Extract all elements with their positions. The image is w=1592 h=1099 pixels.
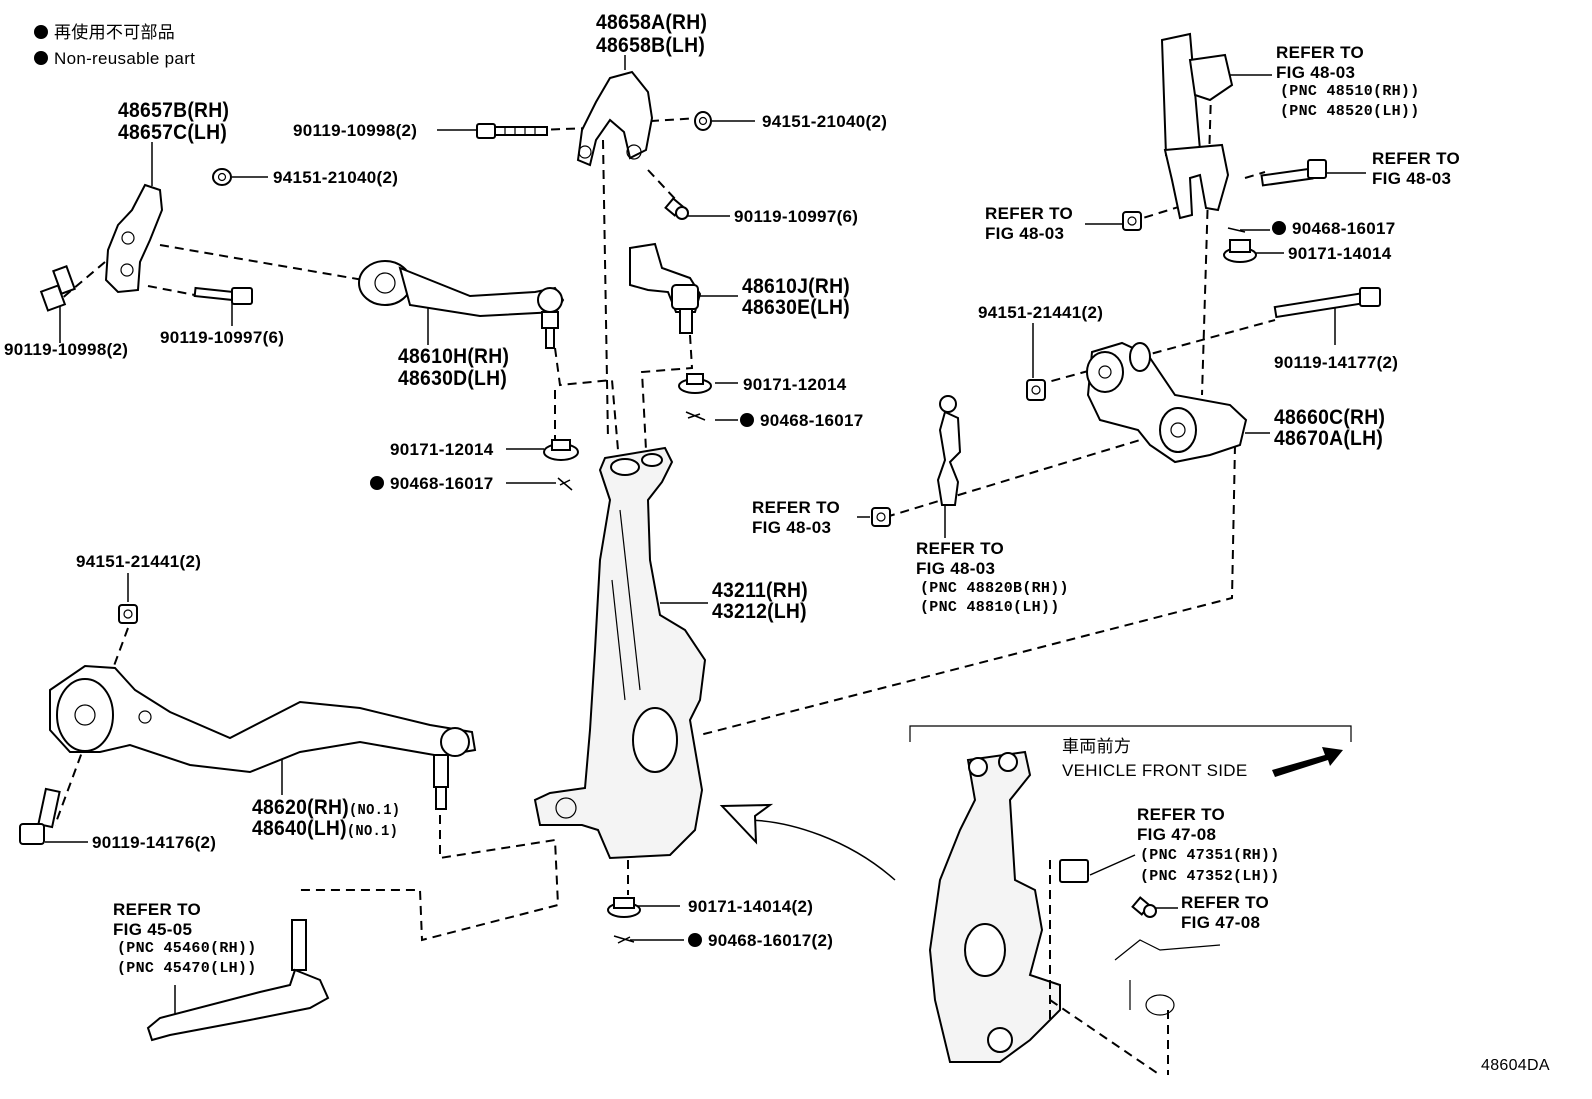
upper-arm-bracket-left	[104, 183, 164, 294]
part-label-48640: 48640(LH)(NO.1)	[252, 818, 398, 839]
steering-knuckle	[533, 446, 707, 860]
lower-arm-front	[49, 664, 477, 810]
refer-to-tie-rod-title: REFER TO	[113, 900, 202, 919]
refer-to-stab-link-fig[interactable]: FIG 48-03	[916, 559, 996, 578]
refer-to-shock-nut-fig[interactable]: FIG 48-03	[985, 224, 1065, 243]
part-number-text: 90468-16017	[760, 411, 864, 430]
part-label-90119-10998-top: 90119-10998(2)	[293, 121, 418, 140]
inset-knuckle	[928, 750, 1221, 1076]
legend-en-text: Non-reusable part	[54, 49, 196, 68]
refer-to-sensor-bolt-title: REFER TO	[1181, 893, 1270, 912]
part-label-90119-14176: 90119-14176(2)	[92, 833, 217, 852]
shock-absorber	[1160, 32, 1234, 220]
refer-to-tie-rod-pnc-lh: (PNC 45470(LH))	[117, 960, 257, 977]
part-number-text: 90468-16017	[1292, 219, 1396, 238]
part-label-90171-14014-bottom: 90171-14014(2)	[688, 897, 814, 916]
part-label-90171-14014-right: 90171-14014	[1288, 244, 1392, 263]
upper-arm-bracket-top	[576, 70, 654, 167]
part-label-43211: 43211(RH)	[712, 579, 808, 602]
part-label-48660c: 48660C(RH)	[1274, 406, 1386, 429]
upper-arm-rear	[629, 242, 702, 334]
refer-to-stab-nut-fig[interactable]: FIG 48-03	[752, 518, 832, 537]
part-number-text: 48620(RH)	[252, 796, 349, 819]
non-reusable-dot-icon	[1272, 221, 1286, 235]
non-reusable-dot-icon	[740, 413, 754, 427]
tie-rod-end	[146, 919, 330, 1042]
refer-to-stab-nut-title: REFER TO	[752, 498, 841, 517]
part-label-48630d: 48630D(LH)	[398, 367, 508, 390]
part-label-43212: 43212(LH)	[712, 600, 807, 623]
leader-lines	[45, 55, 1366, 1020]
part-label-90119-10997-top: 90119-10997(6)	[734, 207, 859, 226]
part-label-48610h: 48610H(RH)	[398, 345, 510, 368]
refer-to-stab-link-title: REFER TO	[916, 539, 1005, 558]
part-label-48630e: 48630E(LH)	[742, 296, 850, 319]
legend-en: Non-reusable part	[34, 50, 195, 67]
refer-to-sensor-fig[interactable]: FIG 47-08	[1137, 825, 1217, 844]
part-label-48657b: 48657B(RH)	[118, 99, 230, 122]
part-label-90119-10998-left: 90119-10998(2)	[4, 340, 129, 359]
refer-to-sensor-title: REFER TO	[1137, 805, 1226, 824]
refer-to-shock-bolt-title: REFER TO	[1372, 149, 1461, 168]
inset-title-jp: 車両前方	[1062, 737, 1132, 756]
part-label-48610j: 48610J(RH)	[742, 275, 851, 298]
refer-to-tie-rod-fig[interactable]: FIG 45-05	[113, 920, 193, 939]
upper-arm-front	[358, 260, 565, 349]
refer-to-shock-nut-title: REFER TO	[985, 204, 1074, 223]
assembly-dashed-lines	[54, 59, 1276, 942]
non-reusable-dot-icon	[370, 476, 384, 490]
vehicle-front-arrow-icon	[1272, 747, 1343, 777]
lower-arm-rear	[1086, 341, 1248, 464]
part-label-90119-14177: 90119-14177(2)	[1274, 353, 1399, 372]
diagram-code: 48604DA	[1481, 1057, 1550, 1074]
refer-to-tie-rod-pnc-rh: (PNC 45460(RH))	[117, 940, 257, 957]
part-number-text: 48640(LH)	[252, 817, 347, 840]
refer-to-shock-bolt-fig[interactable]: FIG 48-03	[1372, 169, 1452, 188]
part-label-90468-16017-bottom: 90468-16017(2)	[688, 932, 833, 949]
part-label-48620: 48620(RH)(NO.1)	[252, 797, 400, 818]
hardware-icons	[19, 111, 1381, 944]
part-number-text: 90468-16017	[390, 474, 494, 493]
inset-frame	[909, 725, 1352, 742]
part-label-94151-21040-left: 94151-21040(2)	[273, 168, 399, 187]
part-label-48670a: 48670A(LH)	[1274, 427, 1384, 450]
legend-jp-text: 再使用不可部品	[54, 23, 176, 42]
part-label-90171-12014-left: 90171-12014	[390, 440, 494, 459]
part-label-90468-16017-right: 90468-16017	[740, 412, 864, 429]
part-suffix-text: (NO.1)	[348, 802, 401, 819]
view-direction-arrow-icon	[719, 803, 896, 881]
part-label-90171-12014-right: 90171-12014	[743, 375, 847, 394]
refer-to-stab-link-pnc-lh: (PNC 48810(LH))	[920, 599, 1060, 616]
part-label-48657c: 48657C(LH)	[118, 121, 228, 144]
part-label-90468-16017-left: 90468-16017	[370, 475, 494, 492]
part-label-48658a: 48658A(RH)	[596, 11, 708, 34]
part-label-94151-21441-right: 94151-21441(2)	[978, 303, 1104, 322]
stabilizer-link	[936, 395, 962, 506]
part-label-90119-10997-left: 90119-10997(6)	[160, 328, 285, 347]
refer-to-stab-link-pnc-rh: (PNC 48820B(RH))	[920, 580, 1069, 597]
legend-jp: 再使用不可部品	[34, 24, 175, 41]
non-reusable-dot-icon	[34, 25, 48, 39]
refer-to-shock-pnc-lh: (PNC 48520(LH))	[1280, 103, 1420, 120]
refer-to-sensor-pnc-lh: (PNC 47352(LH))	[1140, 868, 1280, 885]
refer-to-shock-title: REFER TO	[1276, 43, 1365, 62]
part-number-text: 90468-16017(2)	[708, 931, 834, 950]
refer-to-sensor-pnc-rh: (PNC 47351(RH))	[1140, 847, 1280, 864]
refer-to-shock-fig[interactable]: FIG 48-03	[1276, 63, 1356, 82]
part-label-90468-16017-top-right: 90468-16017	[1272, 220, 1396, 237]
part-label-94151-21040-top: 94151-21040(2)	[762, 112, 888, 131]
part-suffix-text: (NO.1)	[346, 823, 399, 840]
part-label-94151-21441-left: 94151-21441(2)	[76, 552, 202, 571]
non-reusable-dot-icon	[688, 933, 702, 947]
refer-to-shock-pnc-rh: (PNC 48510(RH))	[1280, 83, 1420, 100]
part-label-48658b: 48658B(LH)	[596, 34, 706, 57]
refer-to-sensor-bolt-fig[interactable]: FIG 47-08	[1181, 913, 1261, 932]
inset-title-en: VEHICLE FRONT SIDE	[1062, 761, 1248, 780]
non-reusable-dot-icon	[34, 51, 48, 65]
